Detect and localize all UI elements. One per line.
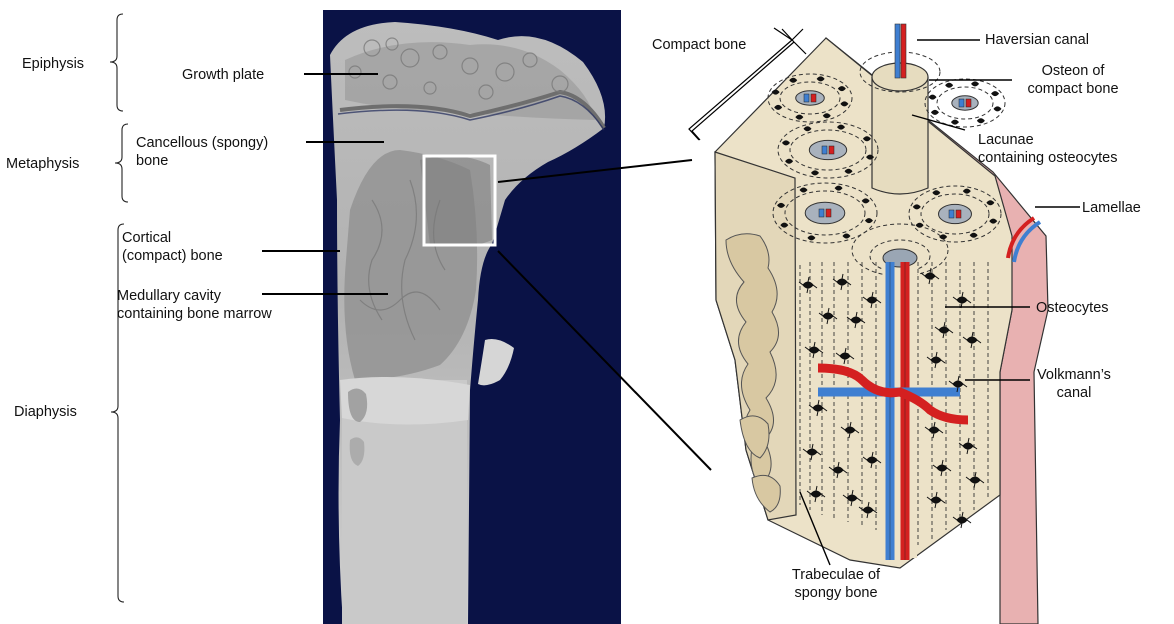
lacunae-label: Lacunae containing osteocytes <box>978 131 1117 167</box>
cancellous-bone-label: Cancellous (spongy) bone <box>136 134 268 170</box>
lacuna <box>971 81 979 86</box>
haversian-canal-label: Haversian canal <box>985 31 1089 49</box>
lacuna <box>951 120 959 125</box>
medullary-cavity-label: Medullary cavity containing bone marrow <box>117 287 272 323</box>
volkmann-canal-label: Volkmann’s canal <box>1024 366 1124 402</box>
compact-bone-label: Compact bone <box>652 36 746 54</box>
cortical-bone-label: Cortical (compact) bone <box>122 229 223 265</box>
lacuna <box>945 83 953 88</box>
bone-tissue-diagram <box>715 24 1048 624</box>
osteon-label: Osteon of compact bone <box>1018 62 1128 98</box>
lacuna <box>929 95 937 100</box>
lacuna <box>993 106 1001 111</box>
metaphysis-bracket <box>115 124 128 202</box>
osteocytes-label: Osteocytes <box>1036 299 1109 317</box>
diaphysis-bracket <box>111 224 124 602</box>
epiphysis-label: Epiphysis <box>22 55 84 73</box>
lacuna <box>991 91 999 96</box>
lacuna <box>977 118 985 123</box>
trabeculae-label: Trabeculae of spongy bone <box>776 566 896 602</box>
growth-plate-label: Growth plate <box>182 66 264 84</box>
metaphysis-label: Metaphysis <box>6 155 79 173</box>
diaphysis-label: Diaphysis <box>14 403 77 421</box>
osteon <box>925 79 1005 127</box>
epiphysis-bracket <box>110 14 123 111</box>
micro-ct-scan <box>323 10 621 624</box>
lacuna <box>931 110 939 115</box>
lamellae-label: Lamellae <box>1082 199 1141 217</box>
osteon-column <box>860 24 940 194</box>
